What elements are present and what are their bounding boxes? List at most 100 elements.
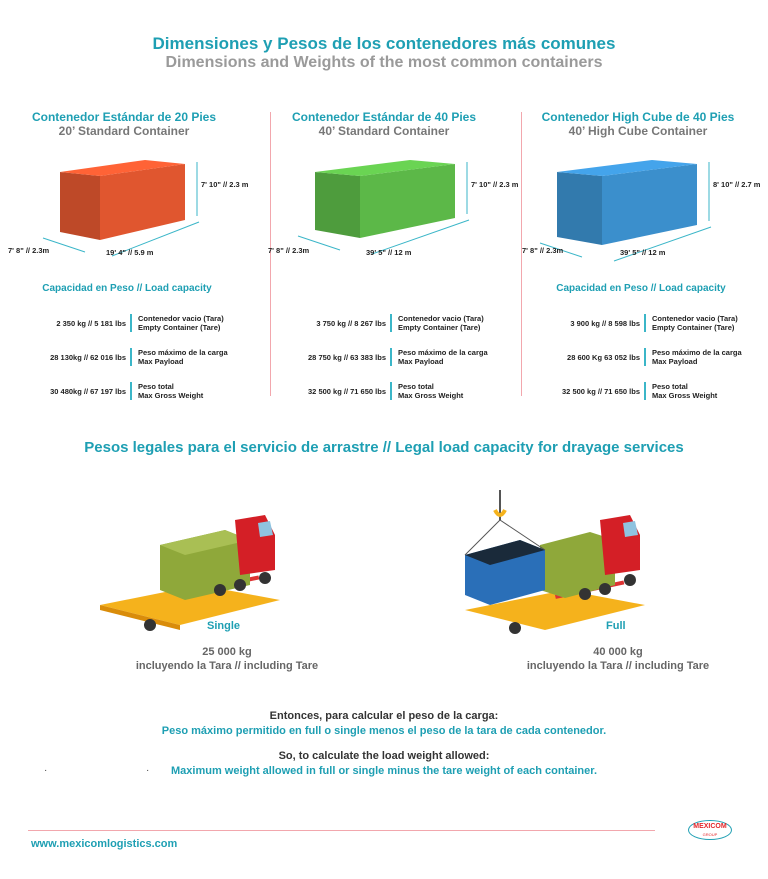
weight-label-en: Max Payload [398, 357, 444, 366]
weight-label-es: Contenedor vacio (Tara) [652, 314, 738, 323]
weight-label-es: Peso máximo de la carga [138, 348, 228, 357]
calc-rule-en: Maximum weight allowed in full or single… [170, 765, 597, 777]
truck-single-illustration [100, 515, 280, 631]
logo-sub: GROUP [702, 832, 718, 837]
capacity-heading: Capacidad en Peso // Load capacity [42, 283, 212, 294]
weight-label-en: Empty Container (Tare) [138, 323, 221, 332]
calc-intro-en: So, to calculate the load weight allowed… [278, 750, 490, 762]
full-weight: 40 000 kg incluyendo la Tara // including… [488, 645, 748, 673]
single-weight: 25 000 kg incluyendo la Tara // including… [97, 645, 357, 673]
weight-label-en: Empty Container (Tare) [398, 323, 481, 332]
container-roof [557, 160, 697, 176]
legal-heading: Pesos legales para el servicio de arrast… [84, 439, 684, 456]
width-label: 7' 8" // 2.3m [522, 246, 564, 255]
weight-label-es: Peso total [138, 382, 174, 391]
length-dimension-line [111, 221, 200, 257]
container-door-face [60, 172, 100, 240]
container-side-face [602, 164, 697, 245]
weight-label-es: Contenedor vacio (Tara) [138, 314, 224, 323]
container-illustration [42, 160, 200, 257]
weight-label-en: Max Gross Weight [652, 391, 718, 400]
weight-value: 28 600 Kg 63 052 lbs [567, 353, 640, 362]
full-weight-note: incluyendo la Tara // including Tare [526, 660, 710, 672]
single-weight-note: incluyendo la Tara // including Tare [135, 660, 319, 672]
weight-label-es: Contenedor vacio (Tara) [398, 314, 484, 323]
crane-hook [493, 509, 507, 517]
container-illustration [539, 160, 712, 262]
bullet: · [146, 765, 150, 776]
container-title-en: 20’ Standard Container [58, 124, 190, 138]
length-dimension-line [371, 219, 470, 255]
container-side-face [100, 164, 185, 240]
container-green [540, 532, 615, 598]
trailer-bed [100, 585, 280, 625]
weight-value: 28 750 kg // 63 383 lbs [308, 353, 386, 362]
calc-rule-es: Peso máximo permitido en full o single m… [161, 725, 607, 737]
container-title-en: 40’ High Cube Container [568, 124, 708, 138]
container-title-en: 40’ Standard Container [318, 124, 450, 138]
weight-label-es: Peso total [652, 382, 688, 391]
weight-value: 32 500 kg // 71 650 lbs [562, 387, 640, 396]
weight-value: 28 130kg // 62 016 lbs [50, 353, 126, 362]
row-accent-bar [644, 382, 646, 400]
row-accent-bar [390, 348, 392, 366]
row-accent-bar [130, 382, 132, 400]
container-door-face [557, 172, 602, 245]
container-illustration [297, 160, 470, 255]
width-label: 7' 8" // 2.3m [268, 246, 310, 255]
container-roof [60, 160, 185, 176]
row-accent-bar [130, 348, 132, 366]
container-door-face [315, 172, 360, 238]
weight-label-en: Max Gross Weight [138, 391, 204, 400]
weight-value: 3 750 kg // 8 267 lbs [316, 319, 386, 328]
row-accent-bar [390, 382, 392, 400]
width-dimension-line [42, 237, 86, 253]
height-label: 7' 10" // 2.3 m [201, 180, 249, 189]
weight-label-en: Max Payload [652, 357, 698, 366]
weight-value: 3 900 kg // 8 598 lbs [570, 319, 640, 328]
website-link[interactable]: www.mexicomlogistics.com [31, 838, 178, 850]
single-weight-value: 25 000 kg [202, 646, 252, 658]
full-label: Full [606, 620, 626, 632]
weight-label-es: Peso máximo de la carga [652, 348, 742, 357]
container-roof [315, 160, 455, 176]
width-dimension-line [297, 235, 341, 251]
truck-full-illustration [464, 490, 645, 634]
page-title-en: Dimensions and Weights of the most commo… [165, 54, 603, 71]
weight-label: Contenedor vacio (Tara)Empty Container (… [138, 314, 224, 332]
container-header: Contenedor High Cube de 40 Pies 40’ High… [510, 110, 766, 138]
container-header: Contenedor Estándar de 20 Pies 20’ Stand… [0, 110, 252, 138]
length-label: 39' 5" // 12 m [620, 248, 666, 257]
length-dimension-line [613, 226, 712, 262]
weight-value: 32 500 kg // 71 650 lbs [308, 387, 386, 396]
length-label: 19' 4" // 5.9 m [106, 248, 154, 257]
container-title-es: Contenedor High Cube de 40 Pies [541, 110, 735, 124]
calc-intro-es: Entonces, para calcular el peso de la ca… [269, 710, 499, 722]
row-accent-bar [644, 348, 646, 366]
single-label: Single [207, 620, 241, 632]
weight-label-es: Peso total [398, 382, 434, 391]
mexicom-logo: MEXICOM GROUP [688, 820, 732, 840]
weight-label-es: Peso máximo de la carga [398, 348, 488, 357]
weight-label: Contenedor vacio (Tara)Empty Container (… [652, 314, 738, 332]
logo-text: MEXICOM [693, 823, 727, 830]
length-label: 39' 5" // 12 m [366, 248, 412, 257]
height-label: 7' 10" // 2.3 m [471, 180, 519, 189]
row-accent-bar [644, 314, 646, 332]
width-label: 7' 8" // 2.3m [8, 246, 50, 255]
width-dimension-line [539, 242, 583, 258]
column-divider [521, 112, 522, 396]
full-weight-value: 40 000 kg [593, 646, 643, 658]
container-side-face [360, 164, 455, 238]
page-title-es: Dimensiones y Pesos de los contenedores … [152, 34, 616, 53]
weight-value: 30 480kg // 67 197 lbs [50, 387, 126, 396]
row-accent-bar [130, 314, 132, 332]
weight-label-en: Empty Container (Tare) [652, 323, 735, 332]
weight-label-en: Max Payload [138, 357, 184, 366]
